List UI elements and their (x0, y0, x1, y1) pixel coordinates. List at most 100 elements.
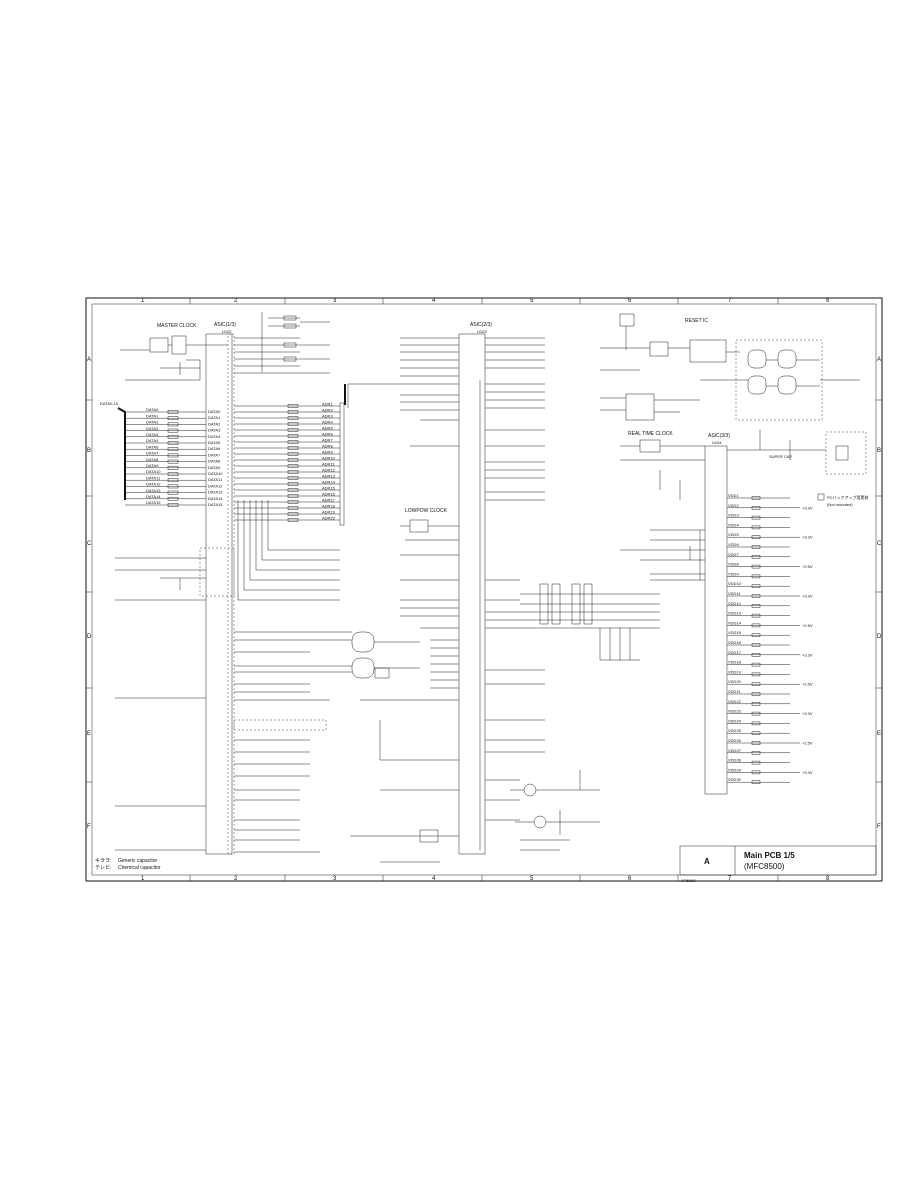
vdd-rail-label: +3.3V (802, 535, 813, 540)
address-resistor (287, 500, 299, 504)
address-label: ADR12 (322, 467, 336, 472)
vdd-pin-label: VDD18 (728, 660, 742, 665)
reset-ic-label: RESET IC (685, 318, 708, 324)
upper-resistor-cluster (234, 312, 330, 374)
asic-pin-label: DATA3 (208, 428, 221, 433)
vdd-pin-label: VDD22 (728, 699, 742, 704)
title-block: A Main PCB 1/5 (MFC8500) CR5850 (679, 845, 877, 883)
address-resistor (287, 518, 299, 522)
address-resistor (287, 446, 299, 450)
address-label: ADR4 (322, 419, 333, 424)
legend-generic-en: Generic capacitor (118, 858, 158, 864)
vdd-pin-label: VDD19 (728, 669, 742, 674)
lowpow-clock-block: LOWPOW CLOCK (400, 508, 459, 556)
asic-pin-label: DATA12 (208, 483, 223, 488)
decoupling-capacitor (751, 731, 761, 735)
decoupling-capacitor (751, 545, 761, 549)
asic-pin-label: DATA7 (208, 452, 221, 457)
column-label-top: 1 (141, 298, 145, 304)
data-pin-label: DATA8 (146, 457, 159, 462)
decoupling-capacitor (751, 682, 761, 686)
decoupling-capacitor (751, 692, 761, 696)
address-label: ADR18 (322, 503, 336, 508)
decoupling-capacitor (751, 564, 761, 569)
data-pin-label: DATA0 (146, 407, 159, 412)
address-label: ADR3 (322, 413, 333, 418)
asic-pin-label: DATA9 (208, 465, 221, 470)
column-label-top: 3 (333, 298, 337, 304)
asic-2-block: ASIC(2/3) U103 (458, 322, 492, 855)
vdd-pin-label: VDD25 (728, 728, 742, 733)
vdd-rail-label: +2.5V (802, 623, 813, 628)
decoupling-capacitor (751, 584, 761, 588)
address-resistor (287, 482, 299, 486)
series-resistor (167, 447, 179, 452)
lowpow-clock-label: LOWPOW CLOCK (405, 508, 448, 514)
series-resistor (167, 453, 179, 458)
address-label: ADR11 (322, 461, 335, 466)
series-resistor (167, 478, 179, 483)
asic-3-label: ASIC(3/3) (708, 433, 730, 439)
decoupling-capacitor (751, 506, 761, 510)
data-pin-label: DATA7 (146, 451, 159, 456)
row-label-right: C (877, 541, 882, 547)
title-block-letter: A (704, 857, 710, 866)
data-pin-label: DATA5 (146, 438, 159, 443)
address-label: ADR6 (322, 431, 333, 436)
data-pin-label: DATA4 (146, 432, 159, 437)
master-clock-label: MASTER CLOCK (157, 323, 197, 329)
address-resistor (287, 464, 299, 468)
data-bus-label: DATA0-15 (100, 401, 119, 406)
asic-2-right-wiring (485, 337, 545, 501)
vdd-pin-label: VDD7 (728, 552, 739, 557)
column-label-top: 5 (530, 298, 534, 304)
column-label-bottom: 6 (628, 876, 632, 882)
series-resistor (167, 490, 179, 495)
vdd-pin-label: VDD1 (728, 493, 739, 498)
title-block-title: Main PCB 1/5 (744, 851, 795, 860)
row-label-left: B (87, 448, 91, 454)
data-pin-label: DATA6 (146, 444, 159, 449)
column-label-top: 7 (728, 298, 732, 304)
address-label: ADR5 (322, 425, 333, 430)
vdd-pin-label: VDD20 (728, 679, 742, 684)
decoupling-capacitor (751, 721, 761, 726)
logic-gates-d (234, 631, 420, 701)
pc-backup-label: PCバックアップ用実装 (827, 494, 869, 500)
vdd-rail-label: +2.5V (802, 564, 813, 569)
outer-frame (85, 297, 883, 882)
drawing-code: CR5850 (681, 878, 696, 883)
asic-pin-label: DATA4 (208, 434, 221, 439)
data-pin-label: DATA12 (146, 482, 161, 487)
row-label-right: B (877, 448, 881, 454)
address-resistor (287, 452, 299, 456)
address-resistor (287, 488, 299, 492)
address-label: ADR9 (322, 449, 333, 454)
data-pin-label: DATA11 (146, 475, 161, 480)
vdd-rail-label: +3.3V (802, 711, 813, 716)
decoupling-capacitor (751, 780, 761, 784)
data-pin-label: DATA10 (146, 469, 161, 474)
address-label: ADR14 (322, 479, 336, 484)
address-resistor (287, 416, 299, 420)
data-pin-label: DATA1 (146, 413, 159, 418)
decoupling-capacitor (751, 535, 761, 539)
vdd-pin-label: VDD6 (728, 542, 739, 547)
asic-pin-label: DATA14 (208, 496, 223, 501)
vdd-pin-label: VDD9 (728, 571, 739, 576)
asic-pin-label: DATA8 (208, 459, 221, 464)
vdd-rail-label: +3.3V (802, 652, 813, 657)
column-label-bottom: 3 (333, 876, 337, 882)
asic-pin-label: DATA10 (208, 471, 223, 476)
asic-pin-label: DATA11 (208, 477, 223, 482)
series-resistor (167, 422, 179, 427)
address-resistor (287, 404, 299, 408)
column-label-top: 8 (826, 298, 830, 304)
address-label: ADR20 (322, 515, 336, 520)
data-pin-label: DATA9 (146, 463, 159, 468)
asic-1-label: ASIC(1/3) (214, 322, 236, 328)
address-resistor (287, 476, 299, 480)
vdd-pin-label: VDD3 (728, 513, 739, 518)
vdd-pin-label: VDD12 (728, 601, 742, 606)
